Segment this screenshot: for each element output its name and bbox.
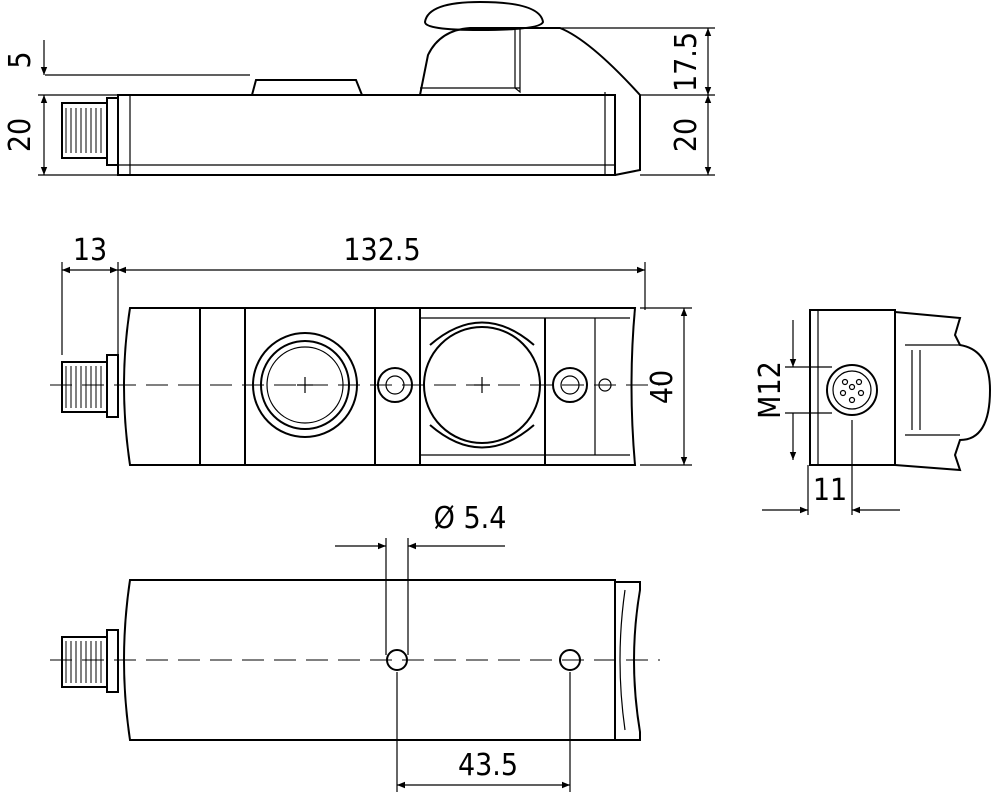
plan-view: 13 132.5 40 [50, 233, 692, 466]
dim-side-top-offset: 5 [3, 51, 38, 68]
connector-bottom [61, 629, 119, 693]
side-elevation-view: 5 20 17.5 20 [3, 0, 715, 176]
end-view: M12 11 [753, 309, 992, 515]
dim-connector-thread: M12 [753, 361, 788, 419]
dim-button-height: 17.5 [669, 32, 704, 92]
dim-body-length: 132.5 [343, 233, 420, 268]
dim-hole-diameter: Ø 5.4 [434, 501, 507, 536]
dim-connector-length: 13 [73, 233, 107, 268]
mushroom-button-side [419, 0, 641, 176]
dim-body-width: 40 [645, 370, 680, 404]
dim-side-height-left: 20 [3, 118, 38, 152]
dim-side-height-right: 20 [669, 118, 704, 152]
connector-plan [61, 354, 119, 418]
dim-connector-offset: 11 [813, 473, 847, 508]
dim-hole-spacing: 43.5 [458, 748, 518, 783]
connector-side [61, 97, 119, 166]
bottom-view: Ø 5.4 43.5 [50, 501, 660, 792]
